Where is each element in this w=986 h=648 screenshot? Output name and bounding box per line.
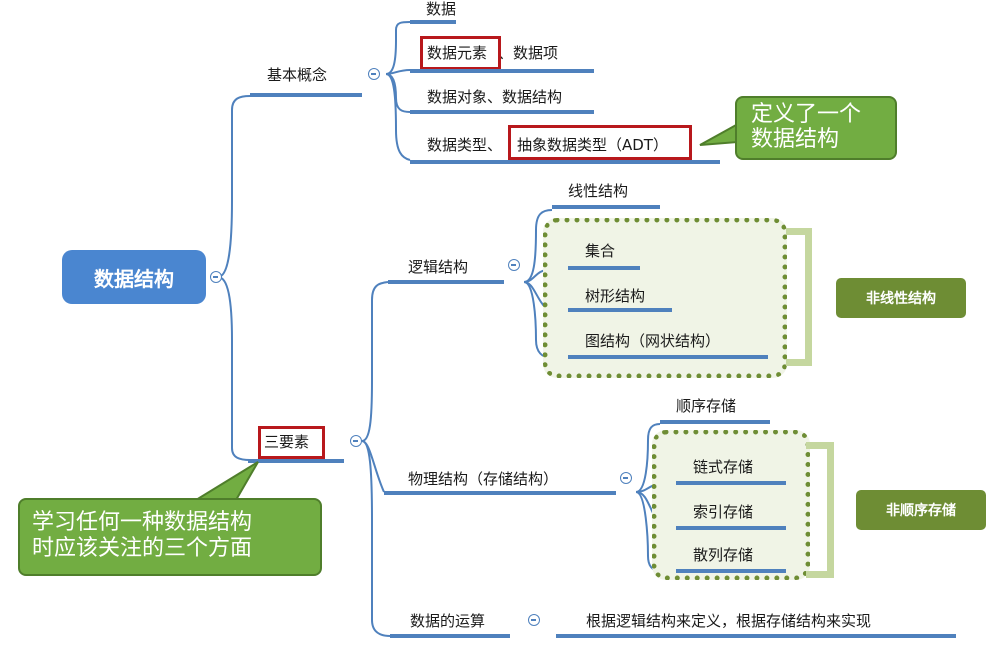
callout-three-line1: 学习任何一种数据结构: [32, 510, 253, 535]
wire-three-ops: [361, 440, 391, 637]
callout-adt-line2: 数据结构: [751, 127, 840, 152]
node-set[interactable]: 集合: [585, 242, 616, 260]
root-node[interactable]: 数据结构: [62, 250, 206, 304]
underline-data-object: [410, 110, 594, 114]
underline-hashed: [676, 569, 786, 573]
logical-collapse-icon[interactable]: [508, 259, 520, 271]
highlight-data-element: [420, 36, 501, 70]
node-operations-detail[interactable]: 根据逻辑结构来定义，根据存储结构来实现: [586, 612, 872, 630]
node-sequential[interactable]: 顺序存储: [676, 397, 737, 415]
node-hashed[interactable]: 散列存储: [693, 546, 754, 564]
wire-basic-3: [385, 73, 411, 113]
wire-basic-4: [385, 73, 411, 161]
wire-root-basic: [217, 95, 251, 278]
node-tree[interactable]: 树形结构: [585, 287, 646, 305]
underline-sequential: [660, 420, 770, 424]
wire-root-three: [217, 276, 251, 461]
highlight-three-elements: [258, 426, 325, 459]
callout-adt-line1: 定义了一个: [751, 102, 862, 127]
underline-set: [568, 266, 640, 270]
underline-operations: [390, 634, 510, 638]
node-linear[interactable]: 线性结构: [568, 182, 629, 200]
root-collapse-icon[interactable]: [210, 271, 222, 283]
wire-logical-1: [523, 209, 553, 283]
node-operations[interactable]: 数据的运算: [410, 612, 486, 630]
underline-linked: [676, 481, 786, 485]
node-physical-structure[interactable]: 物理结构（存储结构）: [408, 470, 559, 488]
node-three-elements[interactable]: 三要素: [264, 433, 310, 451]
operations-collapse-icon[interactable]: [528, 614, 540, 626]
underline-data: [410, 20, 456, 24]
brace-nonlinear: [786, 228, 812, 366]
underline-operations-detail: [556, 634, 956, 638]
node-data-element[interactable]: 数据元素: [427, 44, 488, 62]
group-nonsequential: [652, 430, 810, 580]
node-graph[interactable]: 图结构（网状结构）: [585, 332, 721, 350]
underline-linear: [552, 205, 660, 209]
callout-adt: 定义了一个 数据结构: [735, 96, 897, 160]
three-collapse-icon[interactable]: [350, 435, 362, 447]
node-data-type[interactable]: 数据类型、: [427, 136, 503, 154]
underline-basic: [250, 93, 362, 97]
wire-physical-1: [635, 423, 661, 493]
underline-three: [248, 459, 344, 463]
node-linked[interactable]: 链式存储: [693, 458, 754, 476]
wire-basic-1: [385, 21, 411, 75]
callout-three-line2: 时应该关注的三个方面: [32, 536, 253, 561]
tag-nonlinear: 非线性结构: [836, 278, 966, 318]
node-logical-structure[interactable]: 逻辑结构: [408, 258, 469, 276]
node-data[interactable]: 数据: [426, 0, 457, 18]
underline-data-element: [410, 69, 594, 73]
node-data-object[interactable]: 数据对象、数据结构: [427, 88, 563, 106]
underline-physical: [384, 491, 616, 495]
group-nonlinear: [543, 218, 787, 378]
node-data-item[interactable]: 、数据项: [498, 44, 559, 62]
node-basic-concepts[interactable]: 基本概念: [267, 66, 328, 84]
underline-tree: [568, 308, 672, 312]
node-adt[interactable]: 抽象数据类型（ADT）: [517, 136, 668, 154]
highlight-adt: [508, 125, 692, 160]
physical-collapse-icon[interactable]: [620, 472, 632, 484]
underline-indexed: [676, 526, 786, 530]
underline-logical: [388, 280, 504, 284]
root-label: 数据结构: [94, 266, 174, 291]
callout-three: 学习任何一种数据结构 时应该关注的三个方面: [18, 498, 322, 576]
underline-graph: [568, 355, 768, 359]
basic-collapse-icon[interactable]: [368, 68, 380, 80]
node-indexed[interactable]: 索引存储: [693, 503, 754, 521]
tag-nonsequential: 非顺序存储: [856, 490, 986, 530]
underline-data-type: [410, 160, 720, 164]
brace-nonsequential: [806, 442, 834, 578]
wire-three-logical: [361, 281, 389, 442]
